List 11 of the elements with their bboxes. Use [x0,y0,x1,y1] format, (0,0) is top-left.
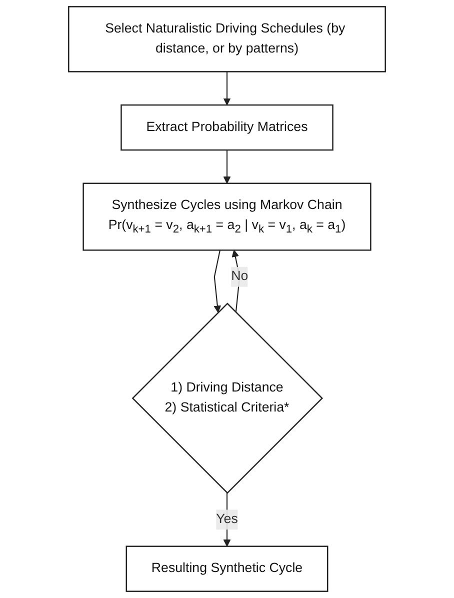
arrow [223,493,231,547]
node-diamond: 1) Driving Distance 2) Statistical Criteria* [132,302,324,494]
node-box: Select Naturalistic Driving Schedules (by distance, or by patterns) [68,6,386,72]
node-box: Synthesize Cycles using Markov Chain Pr(v$_{k+1}$ = v$_{2}$, a$_{k+1}$ = a$_{2}$ | v$_{k}$ = v$_{1}$, a$_{k}$ = a$_{1}$) [82,182,372,251]
node-box: Resulting Synthetic Cycle [126,546,328,592]
node-box: Extract Probability Matrices [120,104,334,151]
edge-label: Yes [216,512,238,526]
arrow [223,72,231,106]
arrow [214,250,222,313]
arrow [223,150,231,184]
edge-label: No [231,269,248,284]
